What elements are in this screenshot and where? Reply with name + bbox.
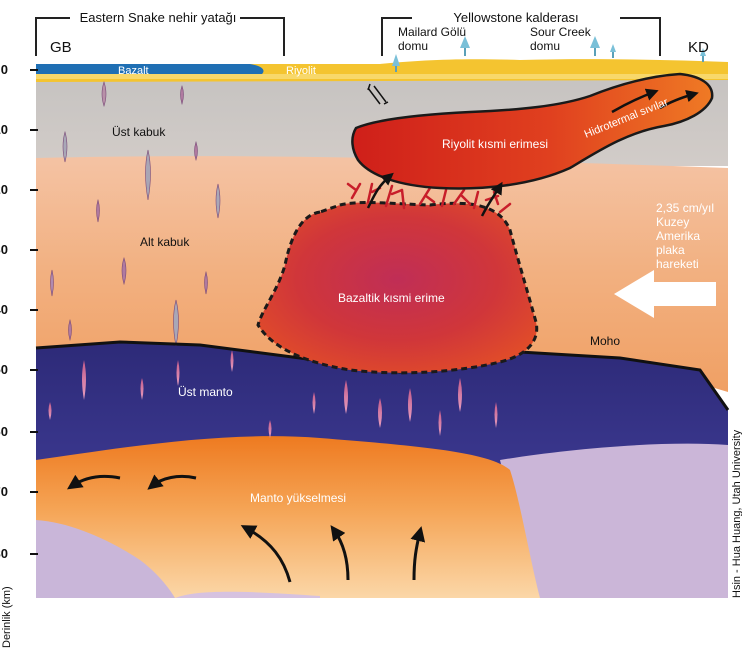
snake-plain-title: Eastern Snake nehir yatağı [80,10,237,25]
sour-creek-dome-label-2: domu [530,39,560,53]
basalt-label: Bazalt [118,65,149,77]
moho-label: Moho [590,334,620,348]
plate-motion-label-4: plaka [656,243,685,257]
depth-tick: 70 [0,484,8,499]
direction-east: KD [688,39,709,56]
rhyolite-label: Riyolit [286,65,316,77]
plate-motion-label-5: hareketi [656,257,699,271]
mailard-dome-label-1: Mailard Gölü [398,25,466,39]
upper-crust-label: Üst kabuk [112,125,166,139]
lower-crust-label: Alt kabuk [140,235,190,249]
depth-tick: 30 [0,242,8,257]
plate-motion-label-2: Kuzey [656,215,689,229]
depth-axis: 0 10 20 30 40 50 60 70 80 [0,62,8,561]
depth-tick: 80 [0,546,8,561]
plate-motion-label-3: Amerika [656,229,700,243]
depth-tick: 10 [0,122,8,137]
image-credit: Hsin - Hua Huang, Utah University [731,429,742,598]
depth-tick: 60 [0,424,8,439]
mailard-dome-label-2: domu [398,39,428,53]
depth-tick: 20 [0,182,8,197]
rhyolite-melt-label: Riyolit kısmi erimesi [442,137,548,151]
plate-motion-label-1: 2,35 cm/yıl [656,201,714,215]
basaltic-melt-label: Bazaltik kısmi erime [338,291,445,305]
sour-creek-dome-label-1: Sour Creek [530,25,592,39]
direction-west: GB [50,39,72,56]
depth-tick: 0 [1,62,8,77]
caldera-title: Yellowstone kalderası [453,10,578,25]
mantle-upwelling-label: Manto yükselmesi [250,491,346,505]
depth-axis-title: Derinlik (km) [1,586,13,648]
basaltic-partial-melt-body [258,203,537,373]
upper-mantle-label: Üst manto [178,385,233,399]
depth-tick: 50 [0,362,8,377]
depth-tick: 40 [0,302,8,317]
